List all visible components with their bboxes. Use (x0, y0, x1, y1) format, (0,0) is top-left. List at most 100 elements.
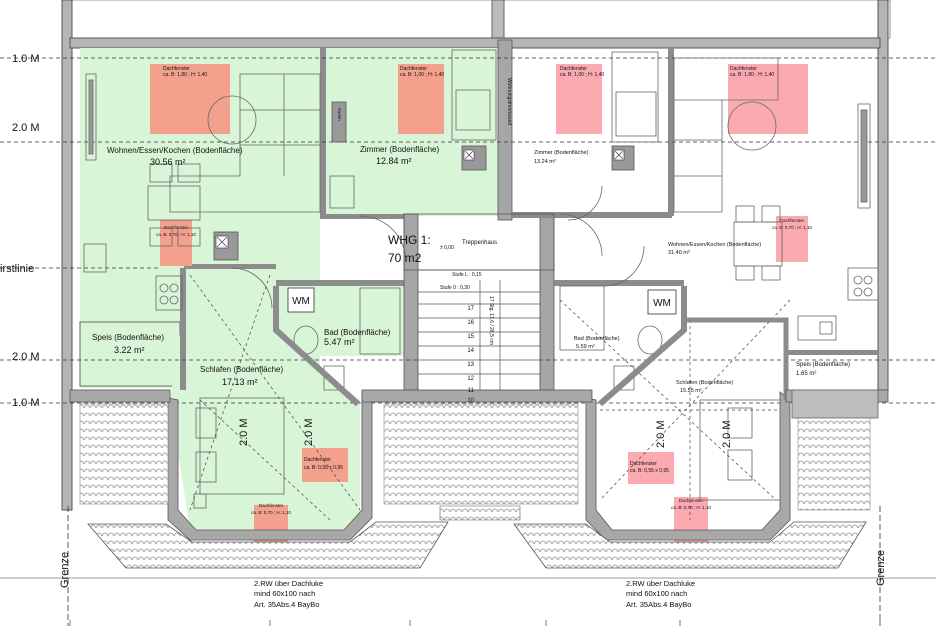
level-2m-top: 2.0 M (12, 122, 40, 134)
window-label: Dachfenster (400, 66, 427, 72)
window-label: Dachfenster (259, 503, 284, 508)
step-number: 11 (468, 388, 475, 394)
wm-label: WM (653, 298, 671, 309)
roof-window (728, 64, 808, 134)
room-label: Zimmer (Bodenfläche) (534, 150, 589, 156)
note-line: 2.RW über Dachluke (626, 579, 695, 588)
north-wall (69, 37, 881, 49)
window-label: Dachfenster (164, 225, 189, 230)
roof-window (776, 216, 808, 262)
wm-label: WM (292, 296, 310, 307)
room-area: 12.84 m² (376, 156, 412, 166)
roof-tiles (383, 403, 579, 505)
room-area: 13.24 m² (534, 159, 556, 165)
level-2m-bottom: 2.0 M (12, 351, 40, 363)
room-label: Zimmer (Bodenfläche) (360, 145, 439, 154)
step-number: 12 (467, 376, 474, 382)
step-number: 14 (467, 348, 474, 354)
window-size: ca. B: 1,80 ; H: 1,40 (730, 72, 774, 78)
note-line: mind 60x100 nach (626, 589, 687, 598)
stair-label: Treppenhaus (462, 240, 497, 246)
note-line: 2.RW über Dachluke (254, 579, 323, 588)
window-size: ca. B: 1,80 ; H: 1,40 (163, 72, 207, 78)
stair-step-0: Stufe 0 : 0,30 (440, 285, 470, 291)
apartment-label: WHG 1: (388, 233, 431, 247)
window-label: Dachfenster (730, 66, 757, 72)
room-area: 1.65 m² (796, 371, 816, 377)
speis-room (79, 321, 181, 387)
height-label: 2.0 M (721, 420, 733, 448)
window-label: Dachfenster (679, 498, 704, 503)
room-label: Schlafen (Bodenfläche) (200, 365, 284, 374)
height-label: 2.0 M (303, 418, 315, 446)
window-size: ca. B: 0,55 x 0,95 (304, 465, 343, 471)
party-wall-label: Wohnungstrennwand (506, 78, 512, 125)
note-line: Art. 35Abs.4 BayBo (254, 600, 319, 609)
room-label: Bad (Bodenfläche) (574, 336, 620, 342)
washing-machine (287, 287, 315, 313)
room-label: Wohnen/Essen/Kochen (Bodenfläche) (107, 146, 243, 155)
stair-steps (418, 280, 540, 390)
east-outer-wall (877, 0, 889, 391)
level-1m-top: 1.0 M (12, 53, 40, 65)
apartment-area: 70 m2 (388, 251, 422, 265)
window-size: ca. B: 0,70 ; H: 1,10 (772, 225, 812, 230)
room-area: 15.55 m² (680, 388, 702, 394)
level-1m-bottom: 1.0 M (12, 397, 40, 409)
west-outer-wall (61, 0, 73, 511)
roof-tiles (797, 403, 871, 511)
stair-note: 17 Stg. 17,6 / 26,5 cm (488, 296, 494, 345)
room-area: 31.40 m² (668, 250, 690, 256)
room-label: Bad (Bodenfläche) (324, 328, 391, 337)
window-label: Dachfenster (630, 461, 657, 467)
room-area: 30.56 m² (150, 157, 186, 167)
stair-well (417, 269, 541, 391)
room-area: 3.22 m² (114, 345, 145, 355)
room-label: Speis (Bodenfläche) (92, 333, 164, 342)
note-line: mind 60x100 nach (254, 589, 315, 598)
step-number: 13 (467, 362, 474, 368)
room-label: Schlafen (Bodenfläche) (676, 380, 733, 386)
boundary-label: Grenze (875, 550, 887, 586)
height-label: 2.0 M (238, 418, 250, 446)
top-roof-band (69, 0, 891, 39)
roof-window (302, 448, 348, 482)
height-label: 2.0 M (655, 420, 667, 448)
room-area: 5.47 m² (324, 337, 355, 347)
window-size: ca. B: 1,00 ; H: 1,40 (560, 72, 604, 78)
roof-window (150, 64, 230, 134)
roof-window (398, 64, 444, 134)
window-label: Dachfenster (304, 457, 331, 463)
step-number: 15 (467, 334, 474, 340)
room-label: Wohnen/Essen/Kochen (Bodenfläche) (668, 242, 761, 248)
window-label: Dachfenster (780, 218, 805, 223)
roof-window (628, 452, 674, 484)
step-number: 10 (467, 398, 474, 404)
window-size: ca. B: 0,70 ; H: 1,10 (251, 510, 291, 515)
eave-tiles-east (513, 521, 867, 569)
window-size: ca. B: 0,70 ; H: 1,10 (156, 232, 196, 237)
window-size: ca. B: 1,00 ; H: 1,40 (400, 72, 444, 78)
chimney-label: Kamin (337, 108, 342, 121)
room-label: Speis (Bodenfläche) (796, 362, 850, 368)
roof-window (556, 64, 602, 134)
window-label: Dachfenster (163, 66, 190, 72)
eave-tiles-west (87, 521, 449, 569)
roof-tiles (79, 403, 169, 505)
boundary-label: Grenze (59, 552, 71, 588)
firstlinie-label: irstlinie (0, 263, 34, 275)
window-size: ca. B: 0,70 ; H: 1,10 (671, 505, 711, 510)
stair-level: ± 0,00 (440, 245, 454, 251)
washing-machine (647, 289, 677, 315)
stair-step-l: Stufe L : 0,15 (452, 272, 482, 278)
chimney (331, 101, 347, 143)
note-line: Art. 35Abs.4 BayBo (626, 600, 691, 609)
room-area: 5.59 m² (576, 344, 595, 350)
window-size: ca. B: 0,55 x 0,95 (630, 468, 669, 474)
step-number: 17 (467, 306, 474, 312)
party-wall (497, 39, 513, 221)
step-number: 16 (467, 320, 474, 326)
window-label: Dachfenster (560, 66, 587, 72)
furniture (83, 49, 879, 509)
